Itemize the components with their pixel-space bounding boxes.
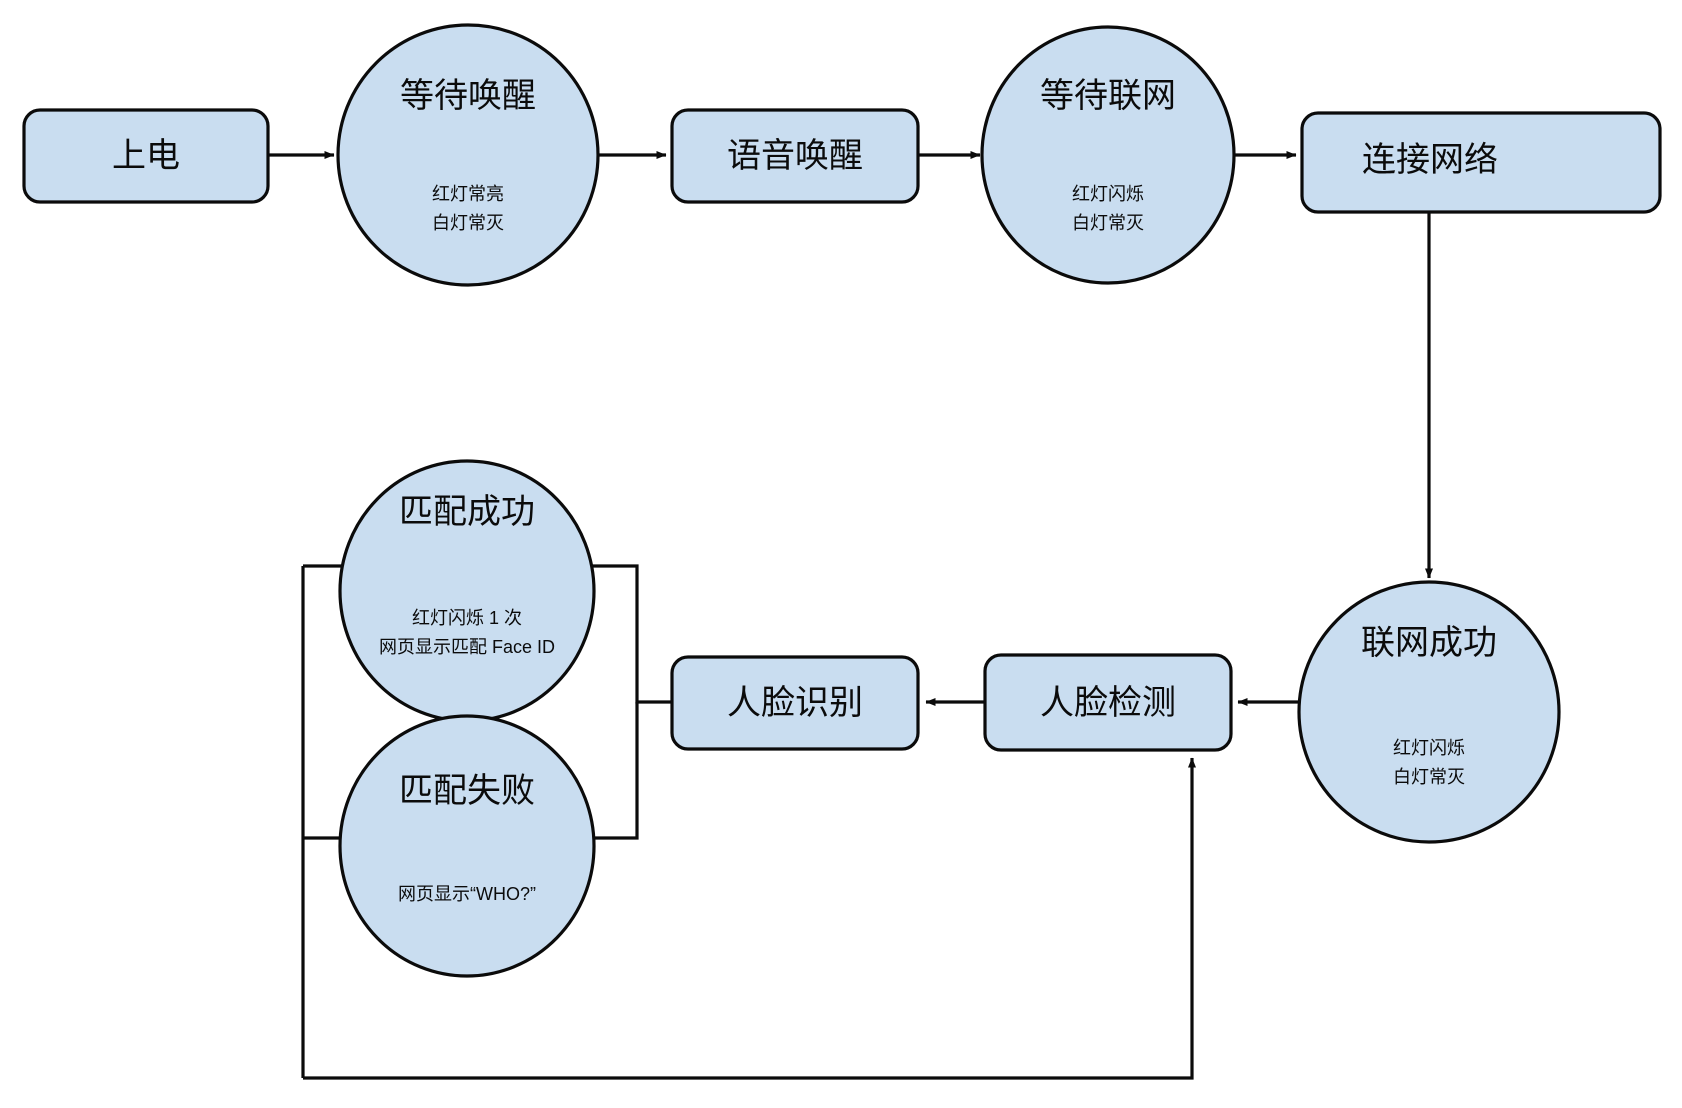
- node-wait-wakeup-shape[interactable]: [336, 23, 600, 287]
- node-network-success-sub-2: 白灯常灭: [1393, 767, 1465, 787]
- node-face-recognize-shape[interactable]: [670, 655, 920, 751]
- node-connect-network-shape[interactable]: [1300, 111, 1662, 214]
- node-network-success-shape[interactable]: [1297, 580, 1561, 844]
- node-wait-network-label: 等待联网: [1040, 77, 1176, 115]
- node-voice-wakeup-label: 语音唤醒: [727, 137, 863, 175]
- node-wait-wakeup[interactable]: 等待唤醒 红灯常亮 白灯常灭: [336, 23, 600, 287]
- edge-match-fail-to-face-detect-feedback: [303, 757, 1196, 1080]
- node-wait-wakeup-label: 等待唤醒: [400, 77, 536, 115]
- node-network-success-sub-1: 红灯闪烁: [1393, 738, 1465, 758]
- node-match-fail-sub-1: 网页显示“WHO?”: [398, 884, 536, 904]
- node-match-success-sub-2: 网页显示匹配 Face ID: [379, 637, 555, 657]
- node-voice-wakeup[interactable]: 语音唤醒: [670, 108, 920, 204]
- node-power-on-shape[interactable]: [22, 108, 270, 204]
- node-power-on-label: 上电: [112, 137, 180, 175]
- node-wait-network-sub-1: 红灯闪烁: [1072, 184, 1144, 204]
- node-network-success[interactable]: 联网成功 红灯闪烁 白灯常灭: [1297, 580, 1561, 844]
- node-wait-network-sub-2: 白灯常灭: [1072, 213, 1144, 233]
- node-wait-wakeup-sub-1: 红灯常亮: [432, 184, 504, 204]
- node-match-success[interactable]: 匹配成功 红灯闪烁 1 次 网页显示匹配 Face ID: [338, 459, 596, 723]
- node-face-detect-shape[interactable]: [983, 653, 1233, 752]
- node-layer: 上电 等待唤醒 红灯常亮 白灯常灭 语音唤醒 等待联网 红灯闪烁 白灯常灭 连接…: [22, 23, 1662, 978]
- node-match-fail-label: 匹配失败: [399, 772, 535, 810]
- node-wait-network[interactable]: 等待联网 红灯闪烁 白灯常灭: [980, 25, 1236, 285]
- node-match-fail-shape[interactable]: [338, 714, 596, 978]
- node-wait-network-shape[interactable]: [980, 25, 1236, 285]
- node-connect-network[interactable]: 连接网络: [1300, 111, 1662, 214]
- node-match-success-sub-1: 红灯闪烁 1 次: [412, 608, 522, 628]
- node-match-success-label: 匹配成功: [399, 493, 535, 531]
- node-power-on[interactable]: 上电: [22, 108, 270, 204]
- node-connect-network-label: 连接网络: [1362, 141, 1498, 179]
- node-face-detect-label: 人脸检测: [1040, 684, 1176, 722]
- node-network-success-label: 联网成功: [1361, 624, 1497, 662]
- node-wait-wakeup-sub-2: 白灯常灭: [432, 213, 504, 233]
- node-voice-wakeup-shape[interactable]: [670, 108, 920, 204]
- node-match-fail[interactable]: 匹配失败 网页显示“WHO?”: [338, 714, 596, 978]
- node-face-recognize[interactable]: 人脸识别: [670, 655, 920, 751]
- node-face-detect[interactable]: 人脸检测: [983, 653, 1233, 752]
- node-face-recognize-label: 人脸识别: [727, 684, 863, 722]
